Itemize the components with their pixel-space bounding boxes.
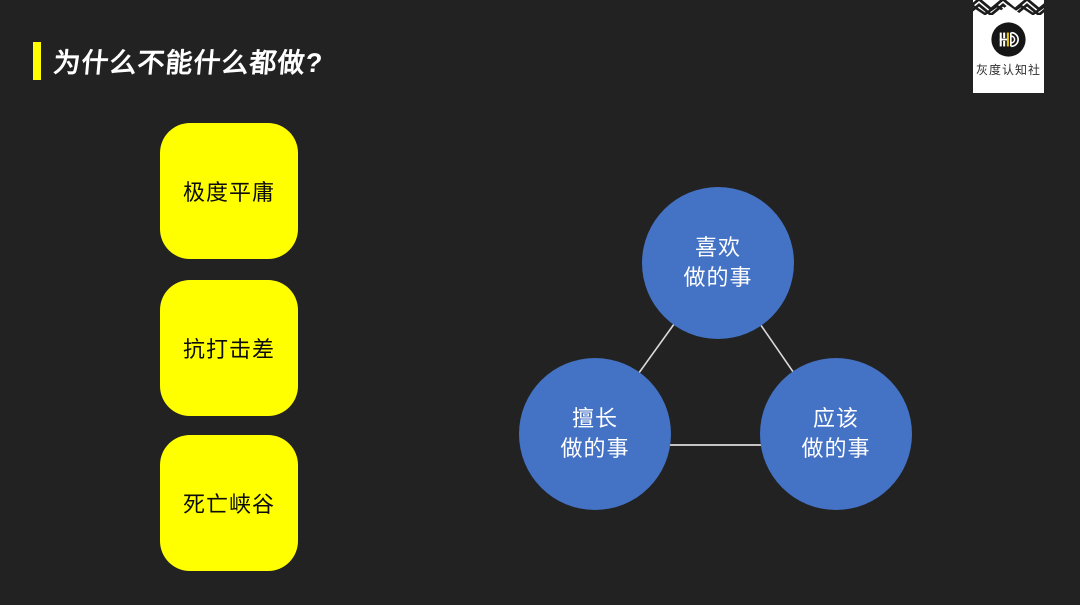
reason-box-3: 死亡峡谷 [160,435,298,571]
venn-circle-like-line2: 做的事 [683,265,753,290]
reason-box-1: 极度平庸 [160,123,298,259]
brand-mark-icon [991,22,1026,57]
venn-circle-good-at-line2: 做的事 [560,436,630,461]
venn-circle-like-line1: 喜欢 [694,235,741,260]
reason-box-1-label: 极度平庸 [182,180,275,205]
reason-box-3-label: 死亡峡谷 [182,492,275,517]
title-block: 为什么不能什么都做? [33,41,324,80]
venn-circle-good-at-line1: 擅长 [571,406,618,431]
venn-circle-like: 喜欢 做的事 [642,187,794,339]
venn-circle-should-line2: 做的事 [801,436,871,461]
reason-box-2: 抗打击差 [160,280,298,416]
title-accent-bar [33,41,41,80]
brand-logo-badge: 灰度认知社 [973,0,1044,93]
venn-circle-should: 应该 做的事 [760,358,912,510]
brand-name: 灰度认知社 [975,63,1041,77]
reason-box-2-label: 抗打击差 [182,337,275,362]
venn-circle-good-at: 擅长 做的事 [519,358,671,510]
venn-circle-should-line1: 应该 [812,406,859,431]
chevron-pattern-icon [973,0,1044,15]
